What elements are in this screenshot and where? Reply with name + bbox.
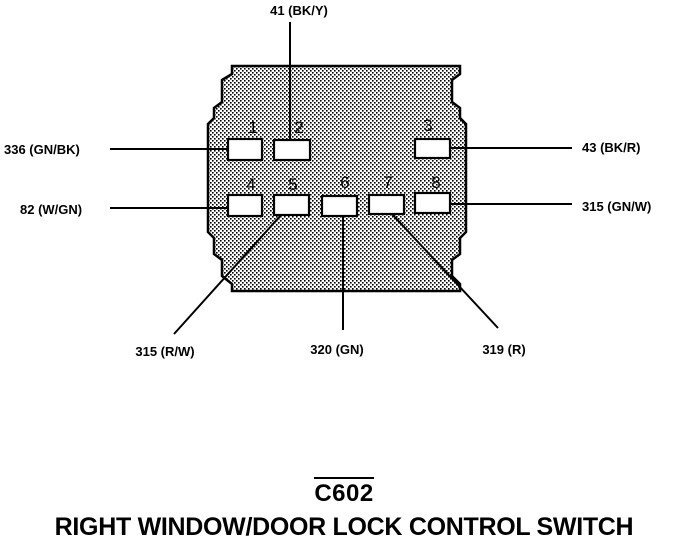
wire-label-2: 41 (BK/Y) [270,3,328,18]
connector-id-text: C602 [314,477,374,507]
pin-number-4: 4 [246,175,255,194]
wire-pin-7 [391,213,499,329]
terminals [226,137,452,218]
pin-number-6: 6 [340,173,349,192]
pin-number-8: 8 [431,173,440,192]
wires [110,22,572,335]
wire-label-6: 320 (GN) [310,342,363,357]
wire-label-5: 315 (R/W) [135,344,194,359]
connector-id: C602 [0,477,688,508]
terminal-3 [413,137,452,160]
pin-numbers: 1 2 3 4 5 6 7 8 [246,116,440,194]
wire-label-4: 82 (W/GN) [20,202,82,217]
pin-number-7: 7 [383,173,392,192]
terminal-4 [226,193,264,218]
pin-number-2: 2 [294,118,303,137]
wire-label-3: 43 (BK/R) [582,140,641,155]
pin-number-5: 5 [288,175,297,194]
connector-housing [206,64,468,293]
wire-label-8: 315 (GN/W) [582,199,651,214]
terminal-6 [320,194,359,218]
pin-number-3: 3 [423,116,432,135]
terminal-1 [226,137,264,162]
wire-label-7: 319 (R) [482,342,525,357]
terminal-8 [413,191,452,215]
terminal-2 [272,138,312,162]
pin-number-1: 1 [248,118,257,137]
wire-pin-5 [173,213,283,335]
terminal-5 [272,193,311,217]
wire-labels: 336 (GN/BK) 41 (BK/Y) 43 (BK/R) 82 (W/GN… [4,3,651,359]
wire-label-1: 336 (GN/BK) [4,142,80,157]
connector-title: RIGHT WINDOW/DOOR LOCK CONTROL SWITCH [54,513,634,541]
terminal-7 [367,193,406,216]
